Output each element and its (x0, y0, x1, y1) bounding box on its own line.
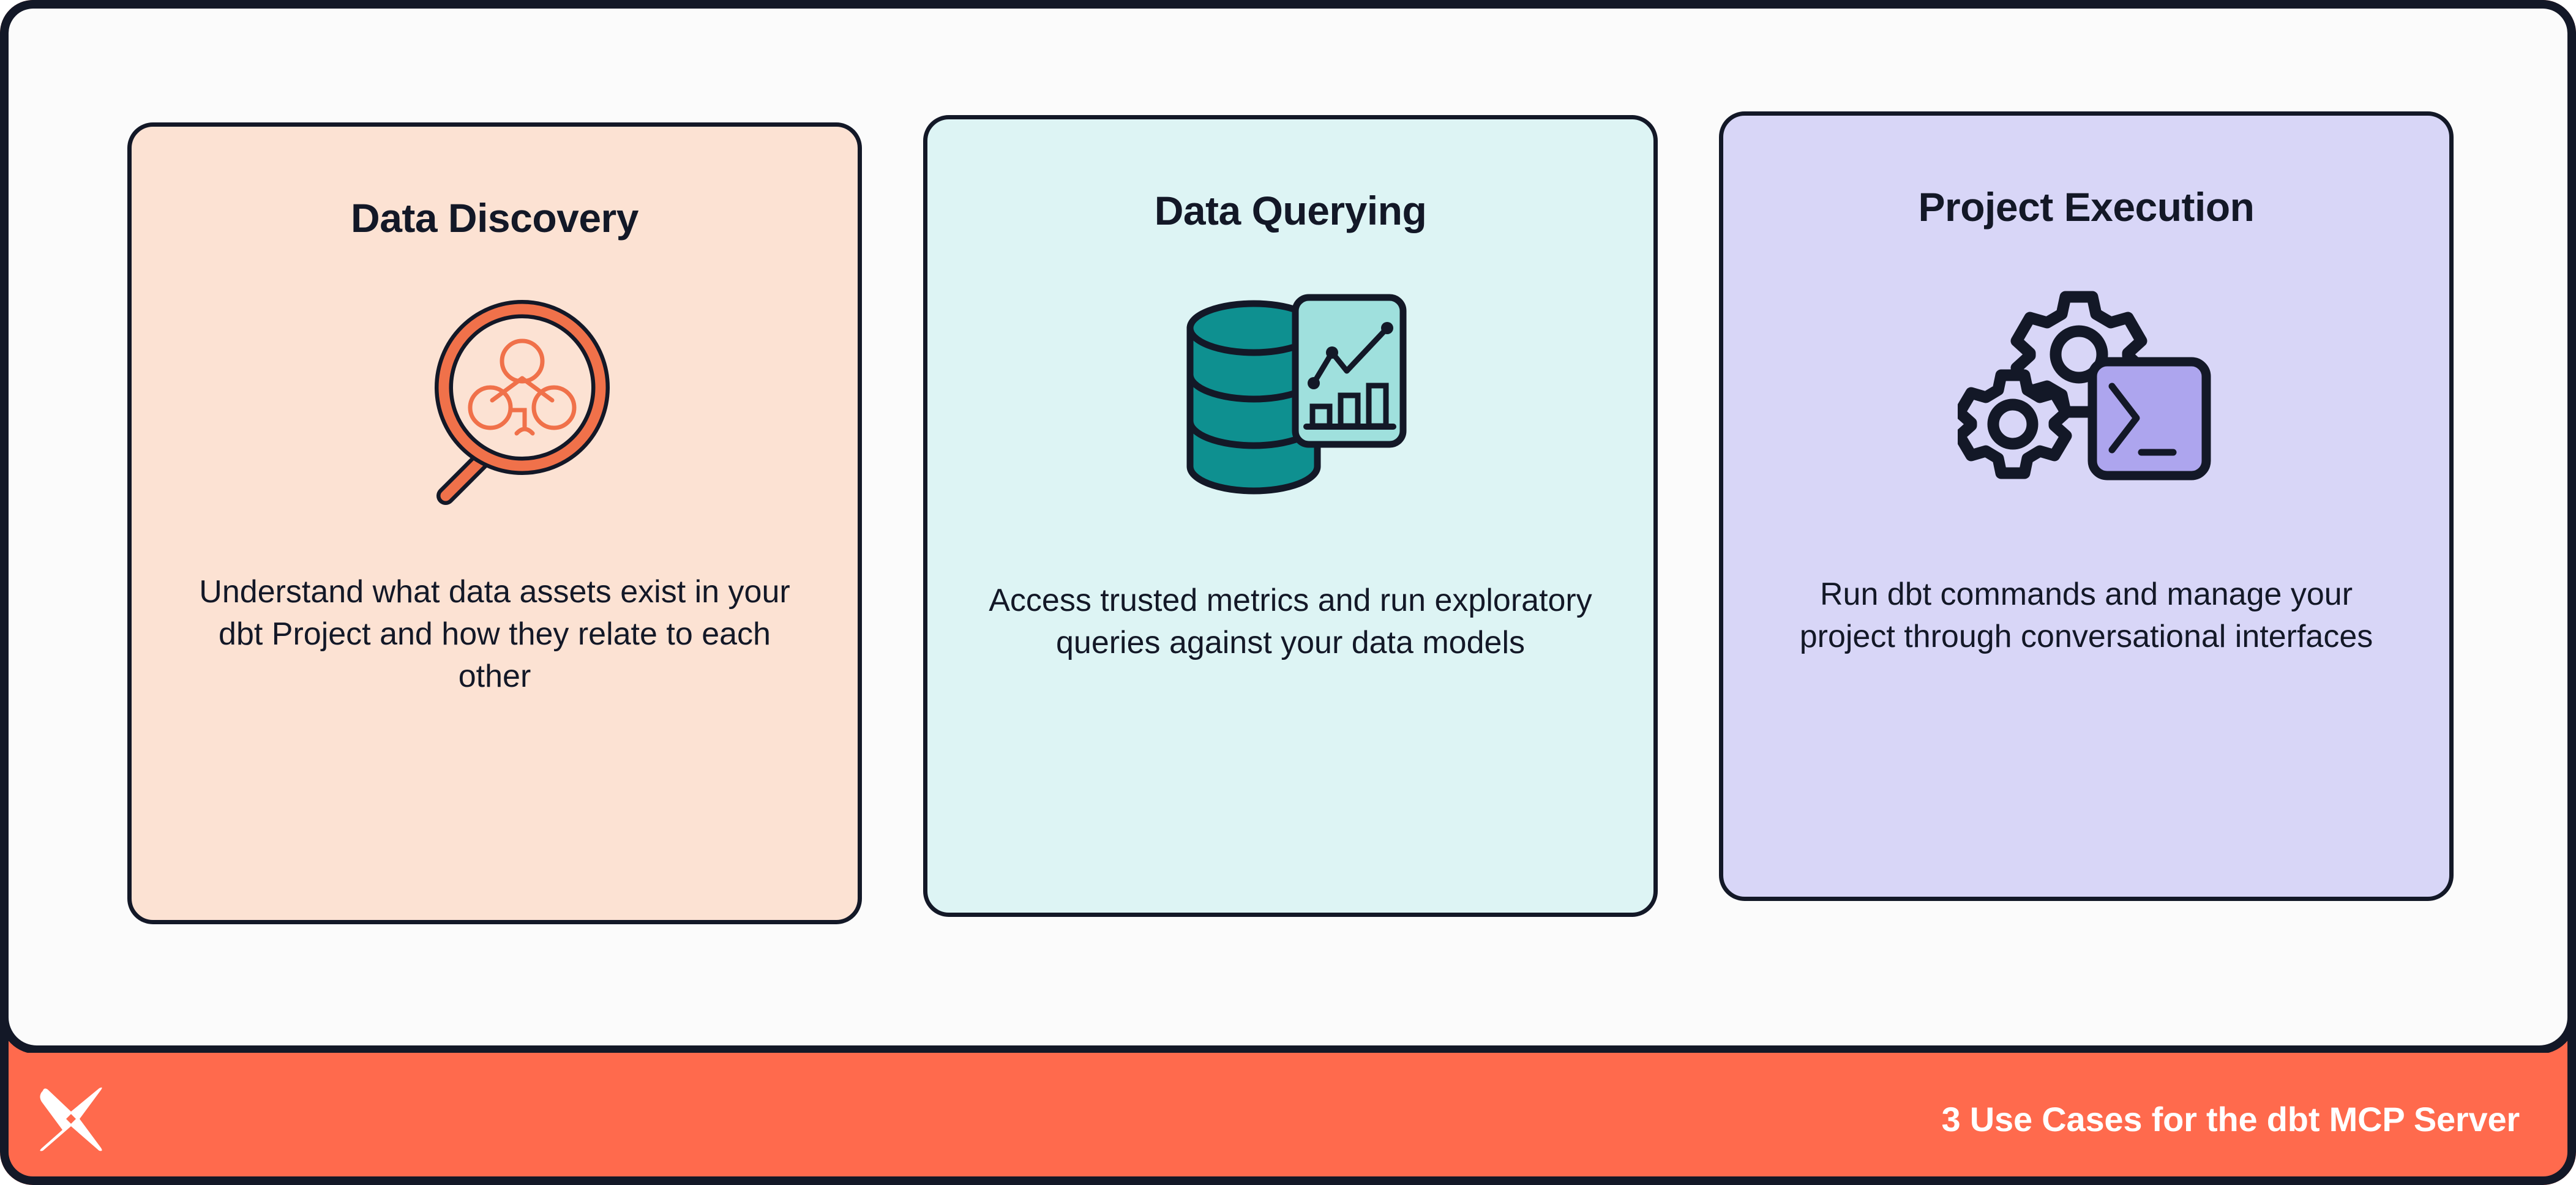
card-description: Access trusted metrics and run explorato… (989, 583, 1592, 661)
footer-bar: 3 Use Cases for the dbt MCP Server (0, 1053, 2576, 1185)
card-description: Understand what data assets exist in you… (199, 574, 790, 695)
card-data-querying[interactable]: Data Querying (923, 115, 1658, 917)
card-title: Project Execution (1918, 184, 2255, 230)
card-title: Data Discovery (351, 195, 638, 241)
gears-terminal-icon (1958, 270, 2215, 515)
card-project-execution[interactable]: Project Execution (1719, 111, 2454, 901)
magnifying-glass-lineage-icon (372, 271, 617, 534)
dbt-logo (34, 1082, 108, 1156)
card-title: Data Querying (1154, 188, 1427, 233)
database-analytics-chart-icon (1168, 269, 1413, 526)
footer-caption: 3 Use Cases for the dbt MCP Server (1941, 1099, 2520, 1138)
card-data-discovery[interactable]: Data Discovery (127, 122, 862, 924)
use-case-cards-row: Data Discovery (127, 111, 2454, 924)
card-description: Run dbt commands and manage your project… (1799, 577, 2373, 655)
